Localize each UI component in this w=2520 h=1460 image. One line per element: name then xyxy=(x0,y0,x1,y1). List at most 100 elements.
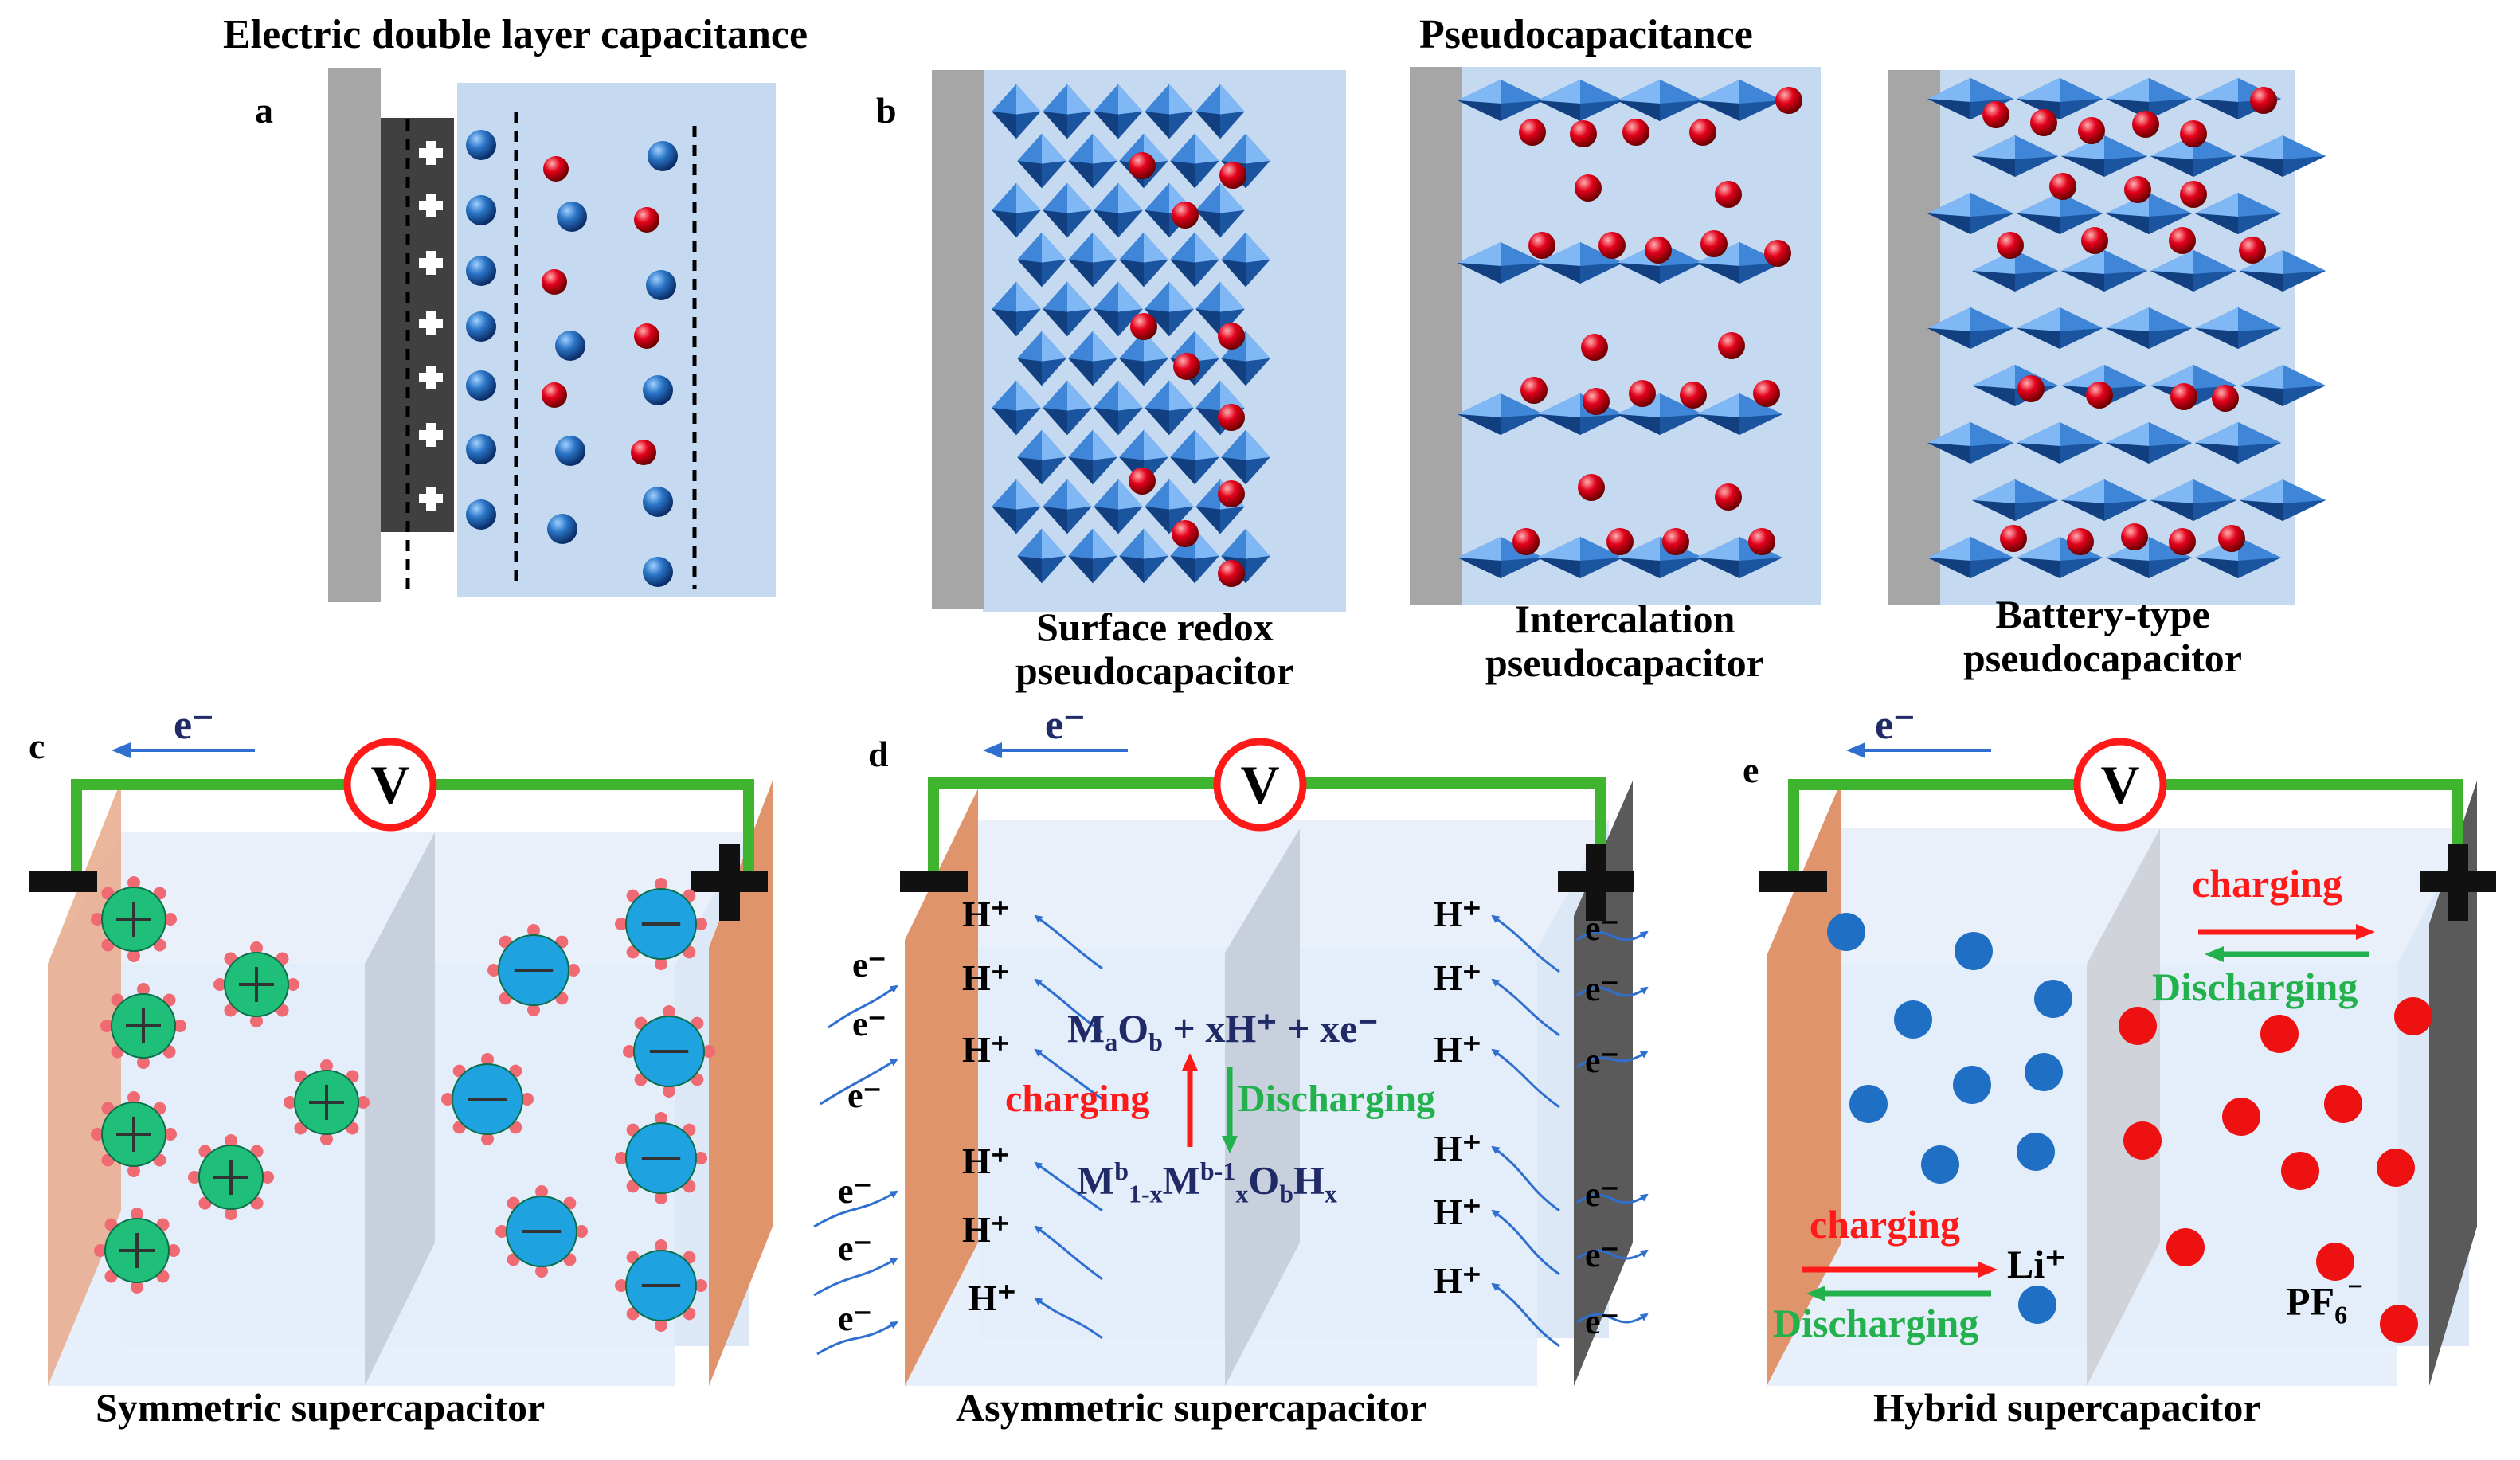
asym-proton-r3: H⁺ xyxy=(1434,1029,1482,1070)
asym-electron-r3: e⁻ xyxy=(1585,1041,1619,1080)
blue-ion xyxy=(555,436,585,466)
blue-ion xyxy=(643,375,673,405)
pf6-ion xyxy=(2119,1007,2157,1045)
red-ion xyxy=(542,382,567,408)
blue-ion xyxy=(466,256,496,286)
asym-proton-l3: H⁺ xyxy=(962,1029,1011,1070)
asym-proton-r6: H⁺ xyxy=(1434,1260,1482,1301)
red-ion xyxy=(2078,117,2105,144)
red-ion xyxy=(1753,380,1780,407)
red-ion xyxy=(1528,232,1555,259)
red-ion xyxy=(1173,353,1200,380)
asym-proton-r2: H⁺ xyxy=(1434,957,1482,998)
hyb-top-charging-head xyxy=(2356,924,2375,940)
intercalation-ions xyxy=(1512,87,1802,555)
red-ion xyxy=(2000,525,2027,552)
red-ion xyxy=(2132,111,2159,138)
asym-cell-top xyxy=(905,820,1609,948)
red-ion xyxy=(1519,119,1546,146)
electron-path xyxy=(1034,978,1103,1034)
red-ion xyxy=(2218,525,2245,552)
eq2-sub2: x xyxy=(1235,1179,1249,1208)
sym-voltmeter-ring xyxy=(343,738,437,832)
red-ion xyxy=(2169,227,2196,254)
red-ion xyxy=(1581,334,1608,361)
asym-neg-terminal xyxy=(900,871,968,892)
asym-discharging-arrowhead xyxy=(1222,1136,1238,1153)
pf6-ion xyxy=(2394,997,2432,1035)
electron-path xyxy=(1576,1249,1649,1260)
anion xyxy=(615,878,707,970)
li-ion xyxy=(2017,1133,2055,1171)
red-ion xyxy=(1629,380,1656,407)
asym-electron-l3: e⁻ xyxy=(847,1076,882,1115)
panel-label-d: d xyxy=(868,734,889,774)
hyb-li-ions xyxy=(1827,913,2072,1324)
red-ion xyxy=(1219,162,1246,189)
red-ion xyxy=(1982,101,2009,128)
plus-sign xyxy=(419,487,443,511)
hyb-bot-discharging-label: Discharging xyxy=(1773,1301,1979,1345)
li-ion xyxy=(1921,1145,1959,1184)
electron-flow-arrows xyxy=(112,742,1991,758)
electron-path xyxy=(1491,978,1560,1037)
electron-path xyxy=(1576,930,1649,941)
li-ion xyxy=(2025,1053,2063,1091)
sym-cations xyxy=(91,876,370,1294)
red-ion xyxy=(1218,480,1245,507)
blue-ion xyxy=(555,331,585,361)
red-ion xyxy=(1775,87,1802,114)
eq2-b1: b xyxy=(1114,1157,1129,1185)
red-ion xyxy=(2017,375,2045,402)
electron-path xyxy=(1034,914,1103,970)
asym-electron-l5: e⁻ xyxy=(838,1229,872,1268)
asym-proton-r5: H⁺ xyxy=(1434,1192,1482,1232)
electron-path xyxy=(828,984,898,1029)
asym-proton-r4: H⁺ xyxy=(1434,1128,1482,1168)
plus-sign xyxy=(419,251,443,275)
blue-ion xyxy=(643,557,673,587)
li-ion xyxy=(1953,1066,1991,1104)
cation xyxy=(188,1134,274,1220)
asym-electron-r1: e⁻ xyxy=(1585,909,1619,948)
edl-current-collector xyxy=(328,68,381,602)
red-ion xyxy=(1218,404,1245,431)
pf6-base: PF xyxy=(2286,1278,2335,1324)
red-ion xyxy=(1680,382,1707,409)
asym-pos-terminal xyxy=(1558,844,1634,921)
plus-sign xyxy=(419,311,443,335)
eq2-bsub: b xyxy=(1279,1179,1294,1208)
electron-path xyxy=(1491,914,1560,973)
asym-voltmeter: V xyxy=(1213,738,1307,832)
surface-ions xyxy=(1129,152,1246,587)
red-ion xyxy=(1218,560,1245,587)
asym-electron-r5: e⁻ xyxy=(1585,1235,1619,1274)
edl-ions xyxy=(466,130,678,587)
pseudo-title: Pseudocapacitance xyxy=(1419,12,1753,57)
sym-cell-top xyxy=(48,832,749,964)
pf6-sup: ⁻ xyxy=(2347,1275,2363,1307)
electron-path xyxy=(1491,1145,1560,1212)
intercalation-caption: Intercalation pseudocapacitor xyxy=(1485,597,1764,685)
li-ion xyxy=(1849,1085,1888,1123)
hyb-top-discharging-head xyxy=(2205,946,2224,962)
hyb-voltmeter-label: V xyxy=(2100,754,2139,815)
sym-separator xyxy=(365,832,435,1386)
hybrid-caption: Hybrid supercapacitor xyxy=(1873,1385,2261,1430)
red-ion xyxy=(2081,227,2108,254)
red-ion xyxy=(1129,468,1156,495)
red-ion xyxy=(2049,173,2076,200)
anion xyxy=(495,1185,588,1278)
hyb-bot-charging-label: charging xyxy=(1810,1202,1960,1247)
panel-label-b: b xyxy=(876,90,897,131)
edl-title: Electric double layer capacitance xyxy=(223,12,808,57)
electron-path xyxy=(816,1321,898,1356)
red-ion xyxy=(1622,119,1649,146)
red-ion xyxy=(1172,202,1199,229)
eq2-h: H xyxy=(1293,1157,1325,1203)
blue-ion xyxy=(466,499,496,530)
red-ion xyxy=(543,156,569,182)
red-ion xyxy=(1718,332,1745,359)
red-ion xyxy=(1997,232,2024,259)
